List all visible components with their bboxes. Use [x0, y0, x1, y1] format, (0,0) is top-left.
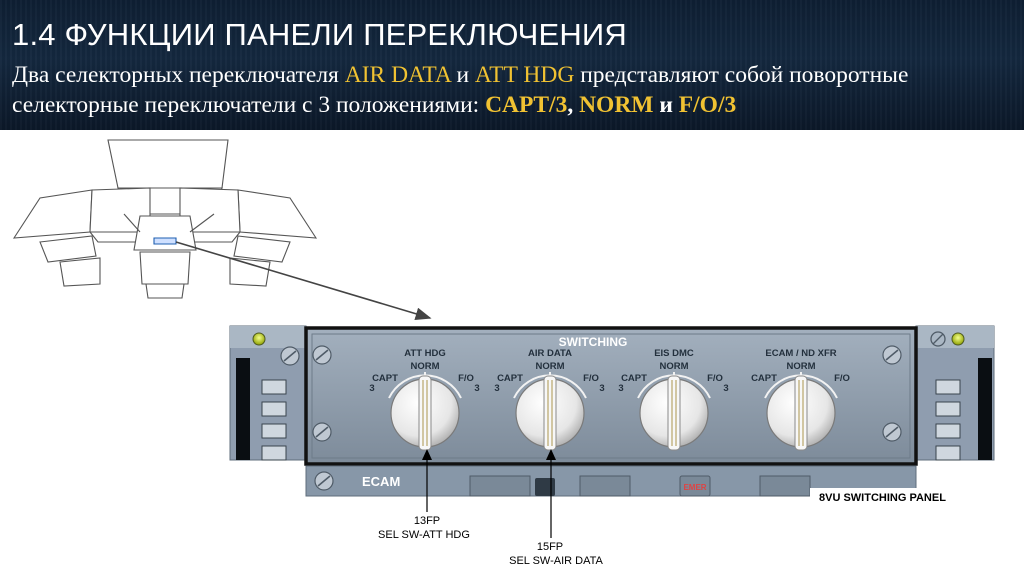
left-side-panel — [230, 326, 306, 460]
knob-fo-label: F/O — [707, 373, 723, 384]
right-side-panel — [916, 326, 994, 460]
knob-fo-label: F/O — [583, 373, 599, 384]
emer-label: EMER — [683, 483, 706, 492]
desc-text: и — [653, 92, 678, 118]
panel-name: SWITCHING — [559, 335, 628, 349]
term-air-data: AIR DATA — [345, 62, 451, 88]
callout-code: 13FP — [414, 515, 440, 527]
knob-capt-label: CAPT — [497, 373, 523, 384]
knob-capt-label: CAPT — [372, 373, 398, 384]
knob-norm-label: NORM — [535, 361, 564, 372]
knob-fo-num: 3 — [474, 383, 479, 394]
slide-description: Два селекторных переключателя AIR DATA и… — [12, 60, 1012, 120]
knob-capt-label: CAPT — [751, 373, 777, 384]
desc-text: и — [451, 62, 475, 88]
leader-arrow — [176, 242, 430, 318]
panel-caption: 8VU SWITCHING PANEL — [819, 492, 946, 504]
cockpit-drawing — [14, 140, 316, 298]
knob-fo-num: 3 — [723, 383, 728, 394]
ecam-label: ECAM — [362, 474, 400, 489]
knob-norm-label: NORM — [659, 361, 688, 372]
knob-fo-label: F/O — [834, 373, 850, 384]
position-fo: F/O/3 — [679, 92, 736, 118]
knob-fo-num: 3 — [599, 383, 604, 394]
knob-capt-num: 3 — [369, 383, 374, 394]
slide-title: 1.4 ФУНКЦИИ ПАНЕЛИ ПЕРЕКЛЮЧЕНИЯ — [12, 17, 627, 53]
callout-desc: SEL SW-AIR DATA — [509, 555, 603, 567]
knob-title: EIS DMC — [654, 348, 694, 359]
knob-title: AIR DATA — [528, 348, 572, 359]
slide-header: 1.4 ФУНКЦИИ ПАНЕЛИ ПЕРЕКЛЮЧЕНИЯ Два селе… — [0, 0, 1024, 130]
position-capt: CAPT/3 — [485, 92, 567, 118]
position-norm: NORM — [579, 92, 653, 118]
desc-text: представляют собой поворотные — [574, 62, 908, 88]
callout-desc: SEL SW-ATT HDG — [378, 529, 470, 541]
knob-norm-label: NORM — [786, 361, 815, 372]
callout-code: 15FP — [537, 541, 563, 553]
knob-title: ECAM / ND XFR — [765, 348, 836, 359]
knob-fo-label: F/O — [458, 373, 474, 384]
desc-text: , — [567, 92, 579, 118]
knob-norm-label: NORM — [410, 361, 439, 372]
desc-text: Два селекторных переключателя — [12, 62, 345, 88]
desc-text: селекторные переключатели с 3 положениям… — [12, 92, 485, 118]
knob-capt-num: 3 — [618, 383, 623, 394]
term-att-hdg: ATT HDG — [475, 62, 574, 88]
knob-title: ATT HDG — [404, 348, 446, 359]
switching-panel-figure: SWITCHING ATT HDG NORM CAPT F/O 3 3 AIR … — [0, 130, 1024, 574]
knob-capt-label: CAPT — [621, 373, 647, 384]
knob-capt-num: 3 — [494, 383, 499, 394]
